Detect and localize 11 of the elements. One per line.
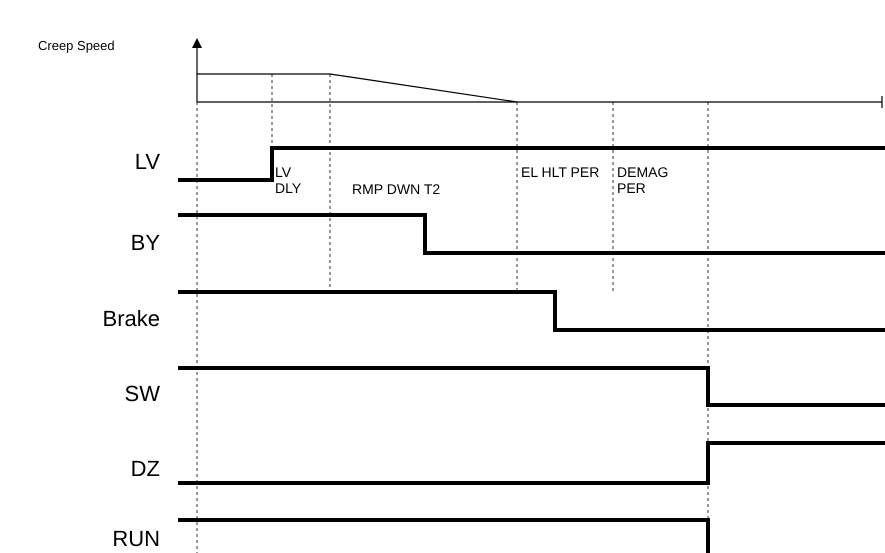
axis-label: Creep Speed [38,39,116,54]
signal-name: SW [124,381,160,406]
interval-label: LV DLY [275,164,302,196]
signal-name: DZ [130,456,160,482]
signal-name: LV [134,149,160,174]
signal-name: Brake [102,306,160,332]
signal-name: RUN [111,526,160,552]
interval-label: EL HLT PER [521,164,600,180]
signal-name: BY [130,230,160,256]
interval-label: DEMAG PER [617,164,670,196]
interval-label: RMP DWN T2 [352,181,442,198]
